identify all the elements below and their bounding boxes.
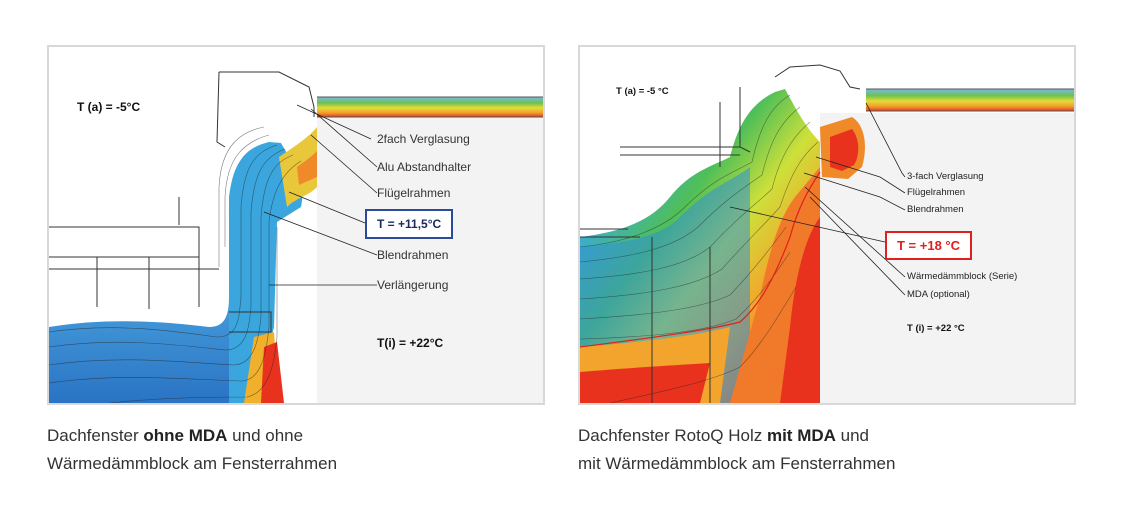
label-sash-frame: Flügelrahmen bbox=[377, 186, 451, 200]
caption-text: und ohne bbox=[227, 426, 304, 445]
label-blind-frame: Blendrahmen bbox=[907, 204, 964, 215]
caption-right-line2: mit Wärmedämmblock am Fensterrahmen bbox=[578, 454, 896, 473]
label-mda: MDA (optional) bbox=[907, 289, 970, 300]
thermal-diagram-right bbox=[580, 47, 1074, 403]
outside-temperature: T (a) = -5°C bbox=[77, 100, 141, 114]
inside-temperature: T(i) = +22°C bbox=[377, 336, 444, 350]
caption-emphasis: ohne MDA bbox=[143, 426, 228, 445]
label-alu-spacer: Alu Abstandhalter bbox=[377, 160, 472, 174]
caption-text: Dachfenster RotoQ Holz bbox=[578, 426, 767, 445]
caption-left-line1: Dachfenster ohne MDA und ohne bbox=[47, 422, 337, 450]
caption-text: und bbox=[835, 426, 870, 445]
label-insulation-block: Wärmedämmblock (Serie) bbox=[907, 271, 1018, 282]
diagram-panel-without-mda: T (a) = -5°C 2fach Verglasung Alu Abstan… bbox=[47, 45, 545, 405]
label-double-glazing: 2fach Verglasung bbox=[377, 132, 470, 146]
label-sash-frame: Flügelrahmen bbox=[907, 187, 966, 198]
highlight-temperature: T = +11,5°C bbox=[365, 209, 454, 239]
highlight-temperature: T = +18 °C bbox=[885, 231, 973, 260]
caption-emphasis: mit MDA bbox=[766, 426, 836, 445]
caption-right-line1: Dachfenster RotoQ Holz mit MDA und bbox=[578, 422, 895, 450]
label-triple-glazing: 3-fach Verglasung bbox=[907, 171, 984, 182]
caption-left-line2: Wärmedämmblock am Fensterrahmen bbox=[47, 454, 338, 473]
inside-temperature: T (i) = +22 °C bbox=[907, 323, 965, 334]
diagram-panel-with-mda: T (a) = -5 °C 3-fach Verglasung Flügelra… bbox=[578, 45, 1076, 405]
label-extension: Verlängerung bbox=[377, 278, 449, 292]
caption-left: Dachfenster ohne MDA und ohne Wärmedämmb… bbox=[47, 422, 337, 478]
thermal-diagram-left bbox=[49, 47, 543, 403]
caption-text: Dachfenster bbox=[47, 426, 144, 445]
caption-right: Dachfenster RotoQ Holz mit MDA und mit W… bbox=[578, 422, 895, 478]
outside-temperature: T (a) = -5 °C bbox=[616, 86, 669, 97]
label-blind-frame: Blendrahmen bbox=[377, 248, 449, 262]
